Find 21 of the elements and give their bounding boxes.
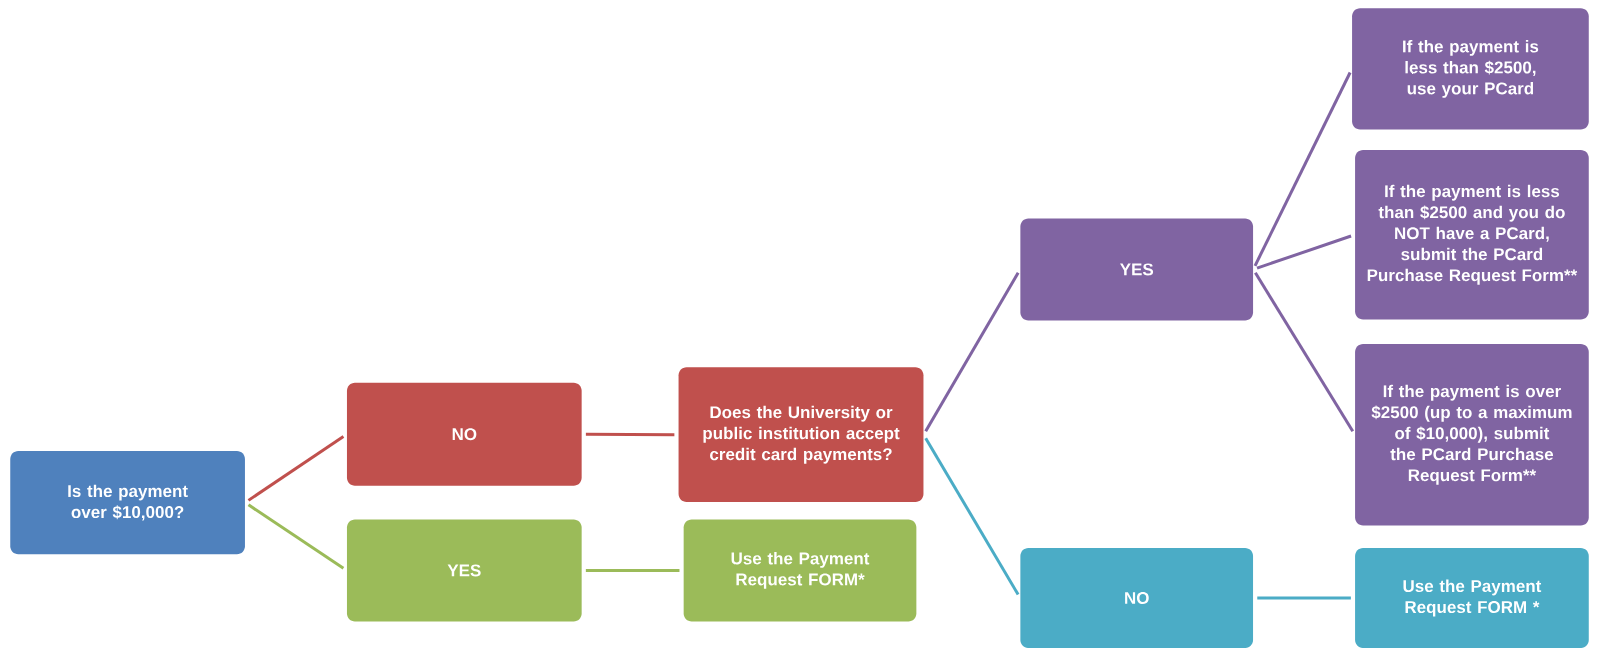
connector-line	[1254, 272, 1355, 433]
flow-box: If the payment is less than $2500 and you do NOT have a PCard, submit the PCard Purchase Request Form**	[1355, 150, 1589, 320]
flow-box: YES	[346, 519, 582, 622]
flow-box: YES	[1020, 218, 1254, 321]
decision-box: Is the payment over $10,000?	[10, 451, 245, 555]
connector-line	[247, 435, 345, 502]
flow-box: If the payment is over $2500 (up to a maximum of $10,000), submit the PCard Purchase Request Form**	[1355, 343, 1589, 526]
connector-line	[247, 503, 345, 570]
connector-line	[1253, 71, 1352, 267]
flow-box: NO	[1020, 548, 1254, 648]
connector-line	[1257, 596, 1351, 600]
connector-line	[924, 272, 1020, 432]
flow-box: Use the Payment Request FORM *	[1355, 548, 1589, 648]
flow-box: Use the Payment Request FORM*	[683, 519, 917, 622]
connector-line	[585, 568, 680, 572]
flow-box: If the payment is less than $2500, use your PCard	[1352, 8, 1589, 130]
decision-box: Does the University or public institution accept credit card payments?	[678, 367, 924, 503]
connector-line	[1256, 234, 1352, 270]
connector-line	[924, 437, 1020, 596]
connector-line	[585, 432, 675, 437]
flow-box: NO	[346, 382, 582, 486]
